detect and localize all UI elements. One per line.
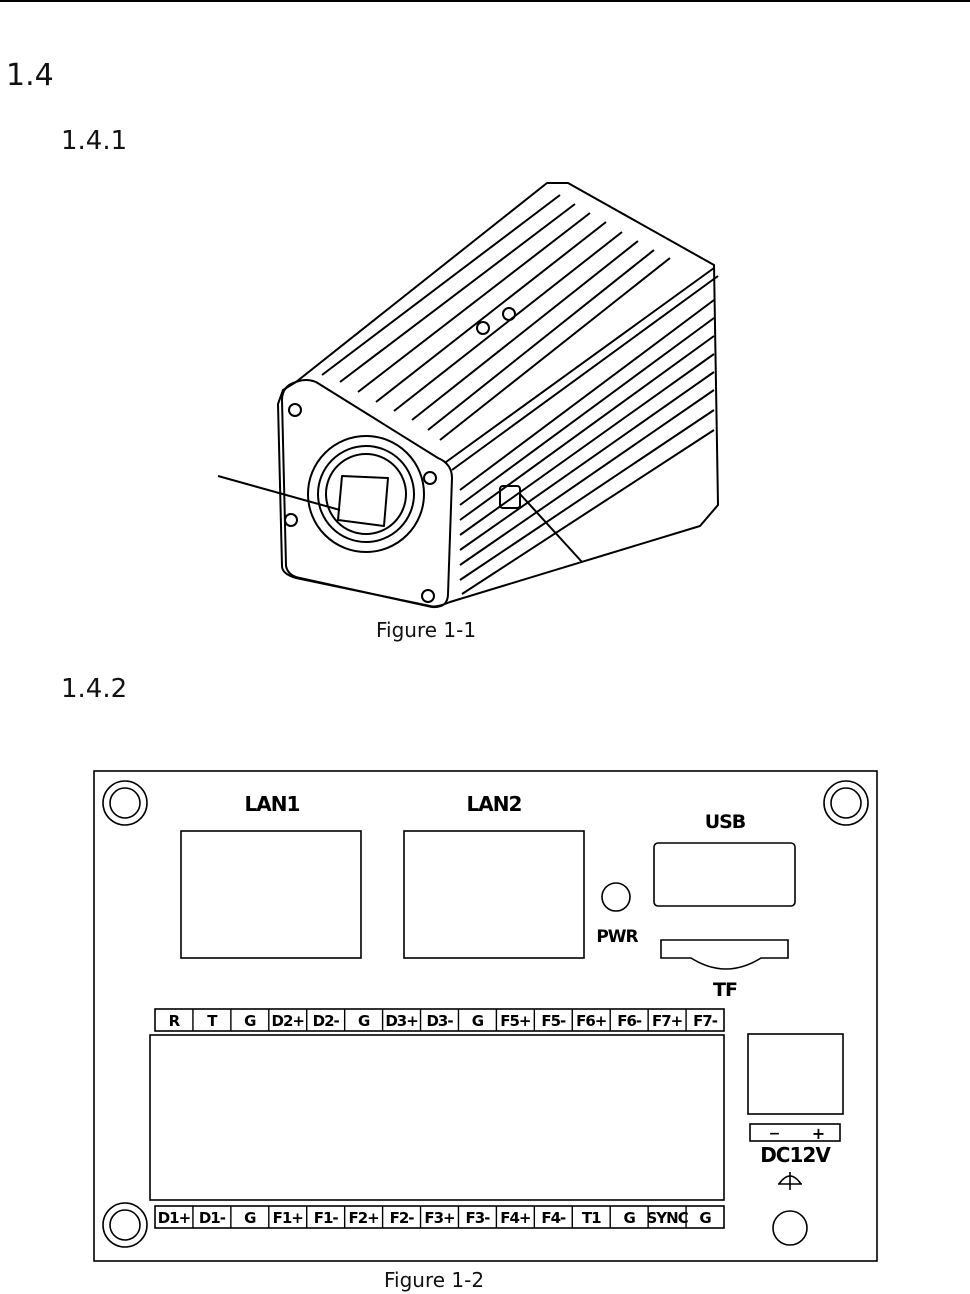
terminal-label: F6+: [576, 1012, 606, 1030]
top-terminal-strip: [154, 1008, 725, 1032]
terminal-label: F3+: [424, 1209, 454, 1227]
terminal-label: F7+: [652, 1012, 682, 1030]
terminal-label: F6-: [617, 1012, 642, 1030]
terminal-label: D2-: [313, 1012, 340, 1030]
dc-jack: [747, 1033, 844, 1115]
bottom-terminal-strip: [154, 1205, 725, 1229]
terminal-label: G: [244, 1012, 256, 1030]
header-rule: [0, 0, 970, 2]
panel-outline: [93, 770, 878, 1262]
terminal-label: T1: [582, 1209, 601, 1227]
dc12v-label: DC12V: [760, 1143, 831, 1167]
lan1-label: LAN1: [245, 792, 300, 816]
lan2-port: [403, 830, 585, 959]
subsection-heading-1: 1.4.1: [61, 126, 128, 156]
mount-hole-icon: [109, 787, 141, 819]
mount-hole-icon: [109, 1209, 141, 1241]
figure-1-1-caption: Figure 1-1: [376, 618, 477, 642]
dc-minus-label: −: [769, 1126, 780, 1142]
pwr-label: PWR: [596, 927, 638, 947]
usb-label: USB: [705, 811, 746, 833]
section-heading: 1.4: [6, 58, 54, 93]
figure-1-2-caption: Figure 1-2: [384, 1268, 485, 1292]
terminal-label: F4+: [500, 1209, 530, 1227]
terminal-label: F1+: [273, 1209, 303, 1227]
terminal-label: G: [358, 1012, 370, 1030]
terminal-label: D1-: [199, 1209, 226, 1227]
mount-hole-icon: [772, 1210, 808, 1246]
ground-icon: [778, 1172, 802, 1190]
terminal-label: D2+: [272, 1012, 304, 1030]
terminal-label: D3-: [426, 1012, 453, 1030]
tf-slot: [660, 939, 789, 970]
terminal-label: SYNC: [646, 1209, 688, 1227]
camera-illustration: [217, 182, 719, 609]
mount-hole-icon: [102, 1202, 148, 1248]
usb-port: [653, 842, 796, 907]
mount-hole-icon: [102, 780, 148, 826]
terminal-label: F1-: [314, 1209, 339, 1227]
terminal-label: D3+: [385, 1012, 417, 1030]
terminal-block: [149, 1034, 725, 1201]
terminal-label: G: [699, 1209, 711, 1227]
terminal-label: F2-: [390, 1209, 415, 1227]
dc-plus-label: +: [812, 1124, 824, 1143]
terminal-label: F2+: [349, 1209, 379, 1227]
terminal-label: D1+: [158, 1209, 190, 1227]
tf-label: TF: [713, 979, 737, 1001]
terminal-label: G: [244, 1209, 256, 1227]
terminal-label: F5-: [541, 1012, 566, 1030]
lan1-port: [180, 830, 362, 959]
lan2-label: LAN2: [467, 792, 522, 816]
terminal-label: F7-: [693, 1012, 718, 1030]
terminal-label: R: [169, 1012, 181, 1030]
terminal-label: G: [624, 1209, 636, 1227]
terminal-label: F4-: [541, 1209, 566, 1227]
mount-hole-icon: [830, 787, 862, 819]
terminal-label: F5+: [500, 1012, 530, 1030]
terminal-label: F3-: [465, 1209, 490, 1227]
subsection-heading-2: 1.4.2: [61, 674, 128, 704]
terminal-label: G: [472, 1012, 484, 1030]
mount-hole-icon: [823, 780, 869, 826]
pwr-led-icon: [601, 882, 631, 912]
terminal-label: T: [207, 1012, 218, 1030]
dc-polarity-strip: [749, 1123, 841, 1142]
